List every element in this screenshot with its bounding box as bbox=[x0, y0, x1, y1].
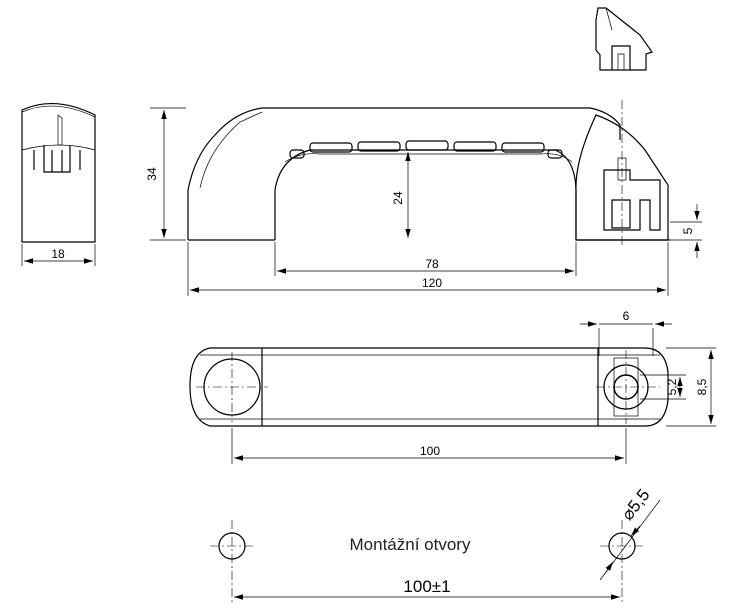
dim-hole-diameter: ⌀5,5 bbox=[618, 485, 654, 523]
detail-section-view bbox=[595, 7, 653, 71]
top-view: 6 5,2 8,5 100 bbox=[189, 309, 716, 464]
mounting-holes-caption: Montážní otvory bbox=[350, 535, 471, 554]
dim-height-inner: 24 bbox=[391, 191, 405, 205]
dim-length-inner: 78 bbox=[425, 257, 439, 271]
mounting-holes: ⌀5,5 100±1 Montážní otvory bbox=[210, 485, 661, 604]
dim-slot-width: 6 bbox=[623, 309, 630, 323]
dim-hole-spacing: 100 bbox=[420, 444, 440, 458]
dim-length-total: 120 bbox=[422, 276, 442, 290]
dim-width-end: 18 bbox=[51, 247, 65, 261]
dim-bar-width: 8,5 bbox=[695, 378, 709, 395]
end-view: 18 bbox=[21, 102, 96, 266]
dim-height-total: 34 bbox=[145, 167, 159, 181]
grip-ribs bbox=[284, 140, 573, 163]
front-view: 34 24 78 120 5 bbox=[145, 100, 702, 296]
dim-mount-spacing: 100±1 bbox=[403, 577, 450, 596]
dim-boss-height: 5 bbox=[681, 227, 695, 234]
dim-slot-len: 5,2 bbox=[665, 378, 679, 395]
